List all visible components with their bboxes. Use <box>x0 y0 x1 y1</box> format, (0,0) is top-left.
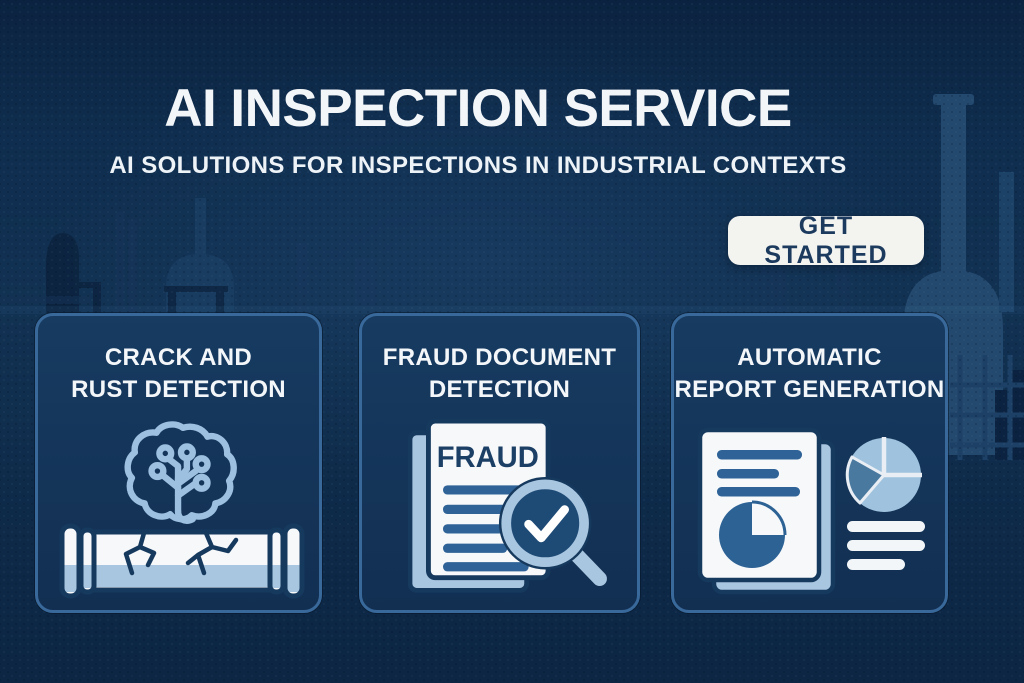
cracked-pipe-icon <box>59 523 305 599</box>
document-pie-chart <box>719 500 787 568</box>
get-started-button[interactable]: GET STARTED <box>728 212 924 269</box>
card-title-line2: DETECTION <box>428 376 571 403</box>
document-text-lines <box>717 450 802 497</box>
scaffolding-grid-silhouette <box>950 355 1024 460</box>
report-document-icon <box>697 427 925 595</box>
page-subtitle: AI SOLUTIONS FOR INSPECTIONS IN INDUSTRI… <box>109 152 847 179</box>
card-title-line1: FRAUD DOCUMENT <box>382 344 617 371</box>
fraud-document-icon: FRAUD <box>408 418 607 593</box>
card-title-line2: RUST DETECTION <box>71 376 286 403</box>
feature-card-automatic-report-generation[interactable]: AUTOMATIC REPORT GENERATION <box>671 313 948 613</box>
card-title: AUTOMATIC REPORT GENERATION <box>674 342 945 406</box>
feature-card-crack-rust-detection[interactable]: CRACK AND RUST DETECTION <box>35 313 322 613</box>
card-title: CRACK AND RUST DETECTION <box>38 342 319 406</box>
card-title-line1: AUTOMATIC <box>737 344 882 371</box>
card-title-line1: CRACK AND <box>104 344 253 371</box>
feature-card-fraud-document-detection[interactable]: FRAUD DOCUMENT DETECTION FRAUD <box>359 313 640 613</box>
brain-circuit-icon <box>124 421 237 524</box>
check-icon <box>524 505 569 543</box>
crack-lines <box>123 530 239 576</box>
page-title: AI INSPECTION SERVICE <box>164 79 792 138</box>
card-title: FRAUD DOCUMENT DETECTION <box>362 342 637 406</box>
summary-lines-icon <box>847 521 925 570</box>
card-title-line2: REPORT GENERATION <box>674 376 945 403</box>
pie-chart-icon <box>845 437 922 512</box>
magnifier-check-icon <box>498 477 607 586</box>
fraud-label: FRAUD <box>437 442 539 474</box>
